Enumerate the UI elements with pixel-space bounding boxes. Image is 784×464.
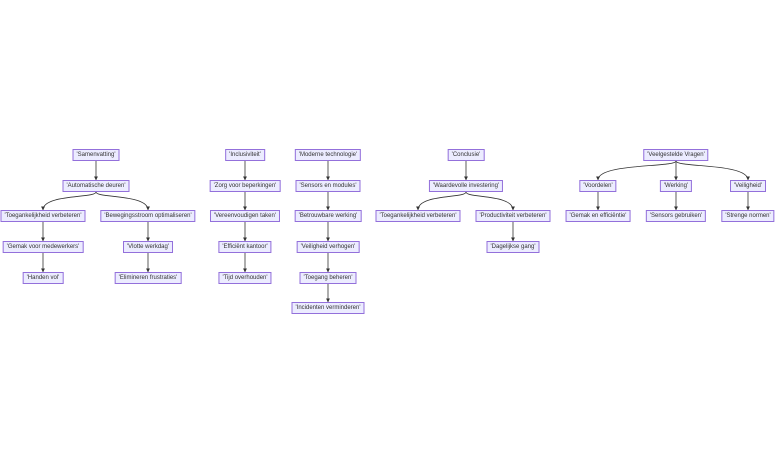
node-toegankelijkheid-verbeteren-2: 'Toegankelijkheid verbeteren' [375,210,461,222]
node-zorg-voor-beperkingen: 'Zorg voor beperkingen' [209,180,281,192]
edge-veelgestelde-vragen-to-veiligheid [675,160,750,181]
node-dagelijkse-gang: 'Dagelijkse gang' [486,241,540,253]
node-moderne-technologie: 'Moderne technologie' [294,149,362,161]
node-inclusiviteit: 'Inclusiviteit' [225,149,265,161]
node-voordelen: 'Voordelen' [579,180,617,192]
node-gemak-voor-medewerkers: 'Gemak voor medewerkers' [2,241,84,253]
edge-waardevolle-investering-to-toegankelijkheid-verbeteren-2 [416,191,467,211]
node-sensors-en-modules: 'Sensors en modules' [295,180,361,192]
edge-automatische-deuren-to-bewegingsstroom-optimaliseren [95,191,150,211]
node-productiviteit-verbeteren: 'Productiviteit verbeteren' [475,210,551,222]
node-efficient-kantoor: 'Efficiënt kantoor' [218,241,272,253]
node-veiligheid-verhogen: 'Veiligheid verhogen' [296,241,360,253]
node-werking: 'Werking' [659,180,693,192]
node-toegang-beheren: 'Toegang beheren' [299,272,357,284]
node-elimineren-frustraties: 'Elimineren frustraties' [114,272,182,284]
node-vereenvoudigen-taken: 'Vereenvoudigen taken' [209,210,281,222]
node-incidenten-verminderen: 'Incidenten verminderen' [291,302,365,314]
node-waardevolle-investering: 'Waardevolle investering' [428,180,504,192]
node-betrouwbare-werking: 'Betrouwbare werking' [294,210,362,222]
node-automatische-deuren: 'Automatische deuren' [62,180,130,192]
edge-automatische-deuren-to-toegankelijkheid-verbeteren [41,191,97,211]
node-samenvatting: 'Samenvatting' [72,149,120,161]
node-vlotte-werkdag: 'Vlotte werkdag' [123,241,173,253]
node-veelgestelde-vragen: 'Veelgestelde Vragen' [643,149,709,161]
edge-waardevolle-investering-to-productiviteit-verbeteren [465,191,515,211]
node-veiligheid: 'Veiligheid' [730,180,766,192]
node-bewegingsstroom-optimaliseren: 'Bewegingsstroom optimaliseren' [100,210,196,222]
node-gemak-en-efficientie: 'Gemak en efficiëntie' [565,210,631,222]
node-conclusie: 'Conclusie' [447,149,485,161]
node-toegankelijkheid-verbeteren: 'Toegankelijkheid verbeteren' [0,210,86,222]
node-handen-vol: 'Handen vol' [22,272,64,284]
node-sensors-gebruiken: 'Sensors gebruiken' [645,210,707,222]
edge-veelgestelde-vragen-to-voordelen [596,160,677,181]
node-strenge-normen: 'Strenge normen' [721,210,775,222]
node-tijd-overhouden: 'Tijd overhouden' [218,272,272,284]
